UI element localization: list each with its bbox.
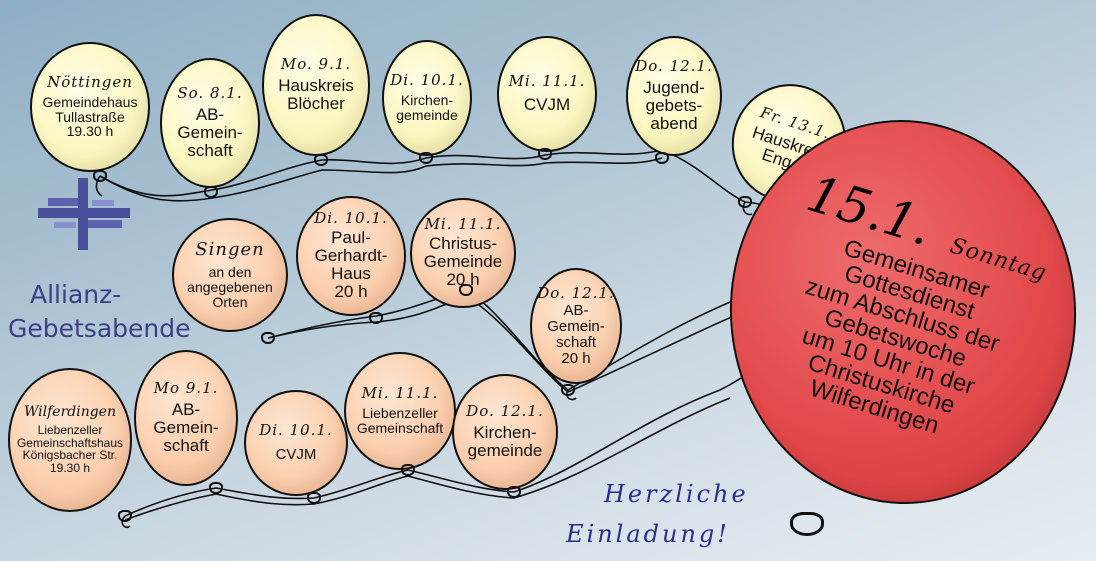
balloon-text: Hauskreis Blöcher bbox=[278, 76, 354, 113]
balloon-title: Do. 12.1. bbox=[537, 283, 615, 302]
balloon-knot bbox=[307, 492, 321, 504]
balloon-text: Jugend- gebets- abend bbox=[643, 78, 705, 133]
balloon-title: Di. 10.1. bbox=[259, 421, 333, 440]
balloon-knot bbox=[655, 152, 669, 164]
balloon-title: Do. 12.1. bbox=[635, 57, 713, 76]
balloon-text: Kirchen- gemeinde bbox=[467, 423, 543, 460]
balloon-knot bbox=[538, 148, 552, 160]
balloon-text: Liebenzeller Gemeinschaft bbox=[356, 405, 444, 436]
balloon-title: Singen bbox=[195, 238, 265, 260]
balloon-knot bbox=[738, 196, 752, 208]
balloon-text: CVJM bbox=[275, 446, 317, 463]
balloon-mo-9: Mo. 9.1. Hauskreis Blöcher bbox=[262, 14, 370, 156]
balloon-text: AB- Gemein- schaft bbox=[177, 105, 243, 160]
balloon-knot bbox=[204, 186, 218, 198]
balloon-do-12-kirchen: Do. 12.1. Kirchen- gemeinde bbox=[452, 374, 558, 490]
balloon-text: CVJM bbox=[523, 94, 571, 114]
balloon-title: Di. 10.1. bbox=[390, 71, 464, 90]
balloon-knot bbox=[369, 312, 383, 324]
balloon-singen: Singen an den angegebenen Orten bbox=[172, 218, 288, 332]
cross-logo-icon bbox=[38, 178, 130, 250]
main-balloon-knot bbox=[790, 512, 824, 536]
balloon-mo-9-ab: Mo 9.1. AB- Gemein- schaft bbox=[134, 350, 238, 486]
balloon-title: Mo. 9.1. bbox=[280, 55, 352, 74]
balloon-do-12: Do. 12.1. Jugend- gebets- abend bbox=[626, 36, 722, 156]
balloon-noettingen: Nöttingen Gemeindehaus Tullastraße 19.30… bbox=[30, 42, 150, 172]
balloon-text: Gemeindehaus Tullastraße 19.30 h bbox=[42, 93, 138, 140]
balloon-ab-gemeinschaft-20h: Do. 12.1. AB- Gemein- schaft 20 h bbox=[530, 268, 622, 384]
balloon-knot bbox=[209, 482, 223, 494]
balloon-di-10-cvjm: Di. 10.1. CVJM bbox=[244, 390, 348, 496]
balloon-title: Mi. 11.1. bbox=[424, 215, 502, 234]
invite-line1: Herzliche bbox=[604, 480, 749, 508]
balloon-knot bbox=[261, 332, 275, 344]
allianz-logo bbox=[38, 178, 130, 250]
balloon-title: Wilferdingen bbox=[24, 404, 116, 421]
balloon-title: Do. 12.1. bbox=[466, 402, 544, 421]
balloon-knot bbox=[419, 152, 433, 164]
balloon-di-10: Di. 10.1. Kirchen- gemeinde bbox=[382, 40, 472, 156]
balloon-title: Mi. 11.1. bbox=[361, 384, 439, 403]
balloon-knot bbox=[93, 170, 107, 182]
balloon-text: Kirchen- gemeinde bbox=[396, 92, 458, 123]
balloon-knot bbox=[118, 510, 132, 522]
invite-line2: Einladung! bbox=[566, 520, 730, 548]
balloon-text: an den angegebenen Orten bbox=[187, 264, 273, 310]
balloon-text: Paul- Gerhardt- Haus 20 h bbox=[314, 228, 388, 301]
balloon-paul-gerhardt: Di. 10.1. Paul- Gerhardt- Haus 20 h bbox=[296, 196, 406, 316]
logo-line2: Gebetsabende bbox=[8, 314, 191, 343]
balloon-knot bbox=[459, 284, 473, 296]
balloon-wilferdingen: Wilferdingen Liebenzeller Gemeinschaftsh… bbox=[8, 368, 132, 512]
balloon-title: Nöttingen bbox=[47, 73, 133, 92]
balloon-christus-gemeinde: Mi. 11.1. Christus- Gemeinde 20 h bbox=[410, 198, 516, 308]
balloon-title: Mo 9.1. bbox=[153, 379, 219, 398]
balloon-liebenzeller: Mi. 11.1. Liebenzeller Gemeinschaft bbox=[344, 352, 456, 470]
balloon-title: Di. 10.1. bbox=[314, 209, 388, 228]
balloon-mi-11: Mi. 11.1. CVJM bbox=[497, 36, 597, 152]
balloon-title: Mi. 11.1. bbox=[508, 72, 586, 91]
balloon-knot bbox=[561, 384, 575, 396]
balloon-knot bbox=[401, 464, 415, 476]
balloon-text: Christus- Gemeinde 20 h bbox=[423, 234, 503, 289]
logo-line1: Allianz- bbox=[30, 280, 122, 309]
balloon-text: AB- Gemein- schaft 20 h bbox=[547, 302, 605, 367]
balloon-text: AB- Gemein- schaft bbox=[153, 400, 219, 455]
balloon-title: So. 8.1. bbox=[177, 84, 243, 103]
balloon-text: Liebenzeller Gemeinschaftshaus Königsbac… bbox=[16, 423, 124, 475]
balloon-so-8: So. 8.1. AB- Gemein- schaft bbox=[160, 58, 260, 188]
balloon-knot bbox=[314, 154, 328, 166]
balloon-knot bbox=[507, 486, 521, 498]
